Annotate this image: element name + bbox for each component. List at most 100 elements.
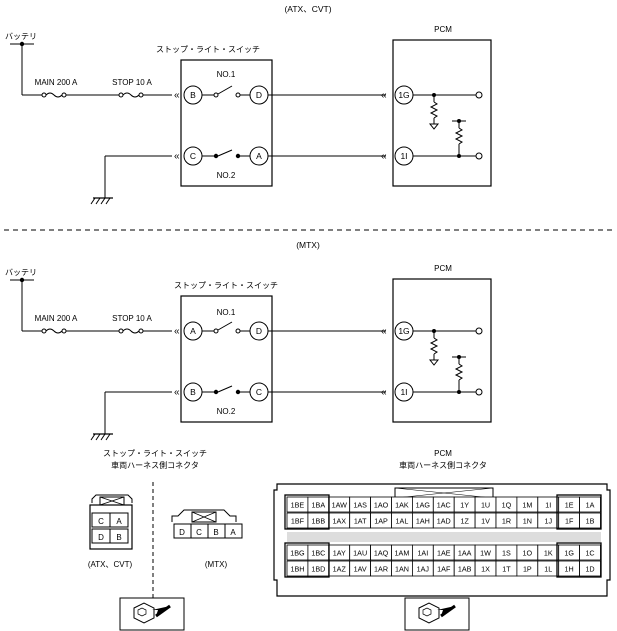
sw-terminal-label: A bbox=[256, 151, 262, 161]
pcm-pin-label: 1AG bbox=[416, 501, 431, 510]
view-direction-icon bbox=[404, 597, 470, 631]
main-fuse-label: MAIN 200 A bbox=[35, 78, 78, 87]
pcm-pin-label: 1BA bbox=[312, 501, 326, 510]
connector-views: ストップ・ライト・スイッチ 車両ハーネス側コネクタ PCM 車両ハーネス側コネク… bbox=[88, 449, 611, 631]
pcm-pin-label: 1AQ bbox=[374, 549, 389, 558]
pcm-pin-label: 1P bbox=[523, 565, 532, 574]
pcm-pin-label: 1T bbox=[502, 565, 511, 574]
pcm-connector-subtitle: 車両ハーネス側コネクタ bbox=[399, 460, 487, 470]
pcm-pin-label: 1AN bbox=[395, 565, 409, 574]
pcm-pin-label: 1AA bbox=[458, 549, 472, 558]
pull-up-resistor-icon bbox=[452, 355, 466, 394]
pcm-pin-label: 1O bbox=[523, 549, 533, 558]
switch-title: ストップ・ライト・スイッチ bbox=[156, 45, 260, 54]
sw-terminal-label: A bbox=[190, 326, 196, 336]
no2-contact-closed-icon bbox=[202, 149, 250, 159]
mtx-pin: D bbox=[179, 528, 185, 537]
mtx-pin: B bbox=[213, 528, 218, 537]
pcm-pin-label: 1AM bbox=[395, 549, 410, 558]
pcm-pin-label: 1BD bbox=[311, 565, 325, 574]
pcm-pin-label: 1BC bbox=[311, 549, 325, 558]
no1-contact-open-icon bbox=[202, 321, 250, 334]
pcm-connector-title: PCM bbox=[434, 449, 452, 458]
pcm-pin-label: 1AK bbox=[395, 501, 409, 510]
atx-pin: B bbox=[116, 533, 121, 542]
pcm-pin-label: 1W bbox=[480, 549, 491, 558]
pcm-pin-label: 1AS bbox=[353, 501, 367, 510]
section-header: (MTX) bbox=[296, 240, 320, 250]
pcm-terminal-label: 1I bbox=[400, 387, 407, 397]
pcm-terminal-label: 1G bbox=[398, 90, 409, 100]
pcm-pin-label: 1AF bbox=[437, 565, 451, 574]
stop-fuse-icon bbox=[118, 92, 144, 98]
pcm-pin-label: 1AO bbox=[374, 501, 389, 510]
pcm-pin-label: 1AW bbox=[332, 501, 348, 510]
pcm-pin-label: 1AU bbox=[353, 549, 367, 558]
sw-terminal-label: B bbox=[190, 387, 196, 397]
sw-terminal-label: D bbox=[256, 326, 262, 336]
battery-label: バッテリ bbox=[5, 32, 37, 41]
sw-terminal-label: C bbox=[256, 387, 262, 397]
connector-arrow-icon: « bbox=[174, 151, 180, 162]
mtx-circuit: (MTX) バッテリ MAIN 200 A STOP 10 A « ストップ・ラ… bbox=[5, 240, 492, 441]
pcm-pin-label: 1AI bbox=[417, 549, 428, 558]
section-header: (ATX、CVT) bbox=[284, 4, 331, 14]
pcm-pin-label: 1BF bbox=[291, 517, 305, 526]
pcm-pin-group-frame bbox=[284, 494, 330, 530]
pcm-pin-label: 1BH bbox=[290, 565, 304, 574]
battery-label: バッテリ bbox=[5, 268, 37, 277]
pcm-pin-label: 1G bbox=[564, 549, 574, 558]
atx-pin: D bbox=[98, 533, 104, 542]
pull-down-resistor-icon bbox=[428, 93, 440, 130]
pcm-pin-label: 1BG bbox=[290, 549, 305, 558]
pcm-box bbox=[392, 39, 492, 187]
atx-pin: A bbox=[116, 517, 122, 526]
mtx-pin: C bbox=[196, 528, 202, 537]
pcm-pin-label: 1H bbox=[565, 565, 574, 574]
switch-title: ストップ・ライト・スイッチ bbox=[174, 281, 278, 290]
pcm-pin-label: 1AJ bbox=[417, 565, 430, 574]
connector-arrow-icon: « bbox=[174, 90, 180, 101]
pcm-pin-label: 1N bbox=[523, 517, 532, 526]
sw-terminal-label: C bbox=[190, 151, 196, 161]
ground-icon bbox=[90, 433, 113, 441]
switch-connector-title: ストップ・ライト・スイッチ bbox=[103, 449, 207, 458]
atx-switch-connector: C A D B (ATX、CVT) bbox=[88, 494, 133, 569]
pcm-title: PCM bbox=[434, 264, 452, 273]
pcm-pin-label: 1M bbox=[522, 501, 532, 510]
pcm-pin-label: 1Q bbox=[502, 501, 512, 510]
pcm-pin-label: 1BB bbox=[312, 517, 326, 526]
pull-down-resistor-icon bbox=[428, 329, 440, 366]
pcm-pin-label: 1AY bbox=[333, 549, 346, 558]
pcm-pin-label: 1AX bbox=[332, 517, 346, 526]
pcm-pin-label: 1I bbox=[545, 501, 551, 510]
pcm-pin-label: 1L bbox=[544, 565, 552, 574]
stop-fuse-label: STOP 10 A bbox=[112, 78, 152, 87]
atx-cvt-circuit: (ATX、CVT) バッテリ MAIN 200 A STOP 10 A « スト… bbox=[5, 4, 492, 205]
pcm-pin-label: 1X bbox=[481, 565, 490, 574]
atx-caption: (ATX、CVT) bbox=[88, 560, 133, 569]
pcm-pin-label: 1A bbox=[586, 501, 595, 510]
pcm-pin-label: 1AP bbox=[374, 517, 388, 526]
mtx-switch-connector: D C B A (MTX) bbox=[171, 509, 243, 569]
pcm-pin-label: 1R bbox=[502, 517, 511, 526]
no1-contact-open-icon bbox=[202, 85, 250, 98]
pcm-pin-label: 1F bbox=[565, 517, 574, 526]
pcm-pin-label: 1AC bbox=[437, 501, 451, 510]
no2-contact-closed-icon bbox=[202, 385, 250, 395]
sw-terminal-label: B bbox=[190, 90, 196, 100]
pcm-pin-label: 1C bbox=[585, 549, 594, 558]
connector-arrow-icon: « bbox=[174, 326, 180, 337]
stop-fuse-label: STOP 10 A bbox=[112, 314, 152, 323]
pcm-pin-label: 1K bbox=[544, 549, 553, 558]
connector-arrow-icon: « bbox=[174, 387, 180, 398]
switch-connector-subtitle: 車両ハーネス側コネクタ bbox=[111, 460, 199, 470]
pcm-pin-group-frame bbox=[284, 542, 330, 578]
mtx-caption: (MTX) bbox=[205, 560, 228, 569]
pcm-pin-label: 1V bbox=[481, 517, 490, 526]
pcm-pin-label: 1AH bbox=[416, 517, 430, 526]
pcm-pin-group-frame bbox=[556, 542, 602, 578]
no1-label: NO.1 bbox=[217, 70, 236, 79]
pcm-pin-label: 1AL bbox=[396, 517, 409, 526]
